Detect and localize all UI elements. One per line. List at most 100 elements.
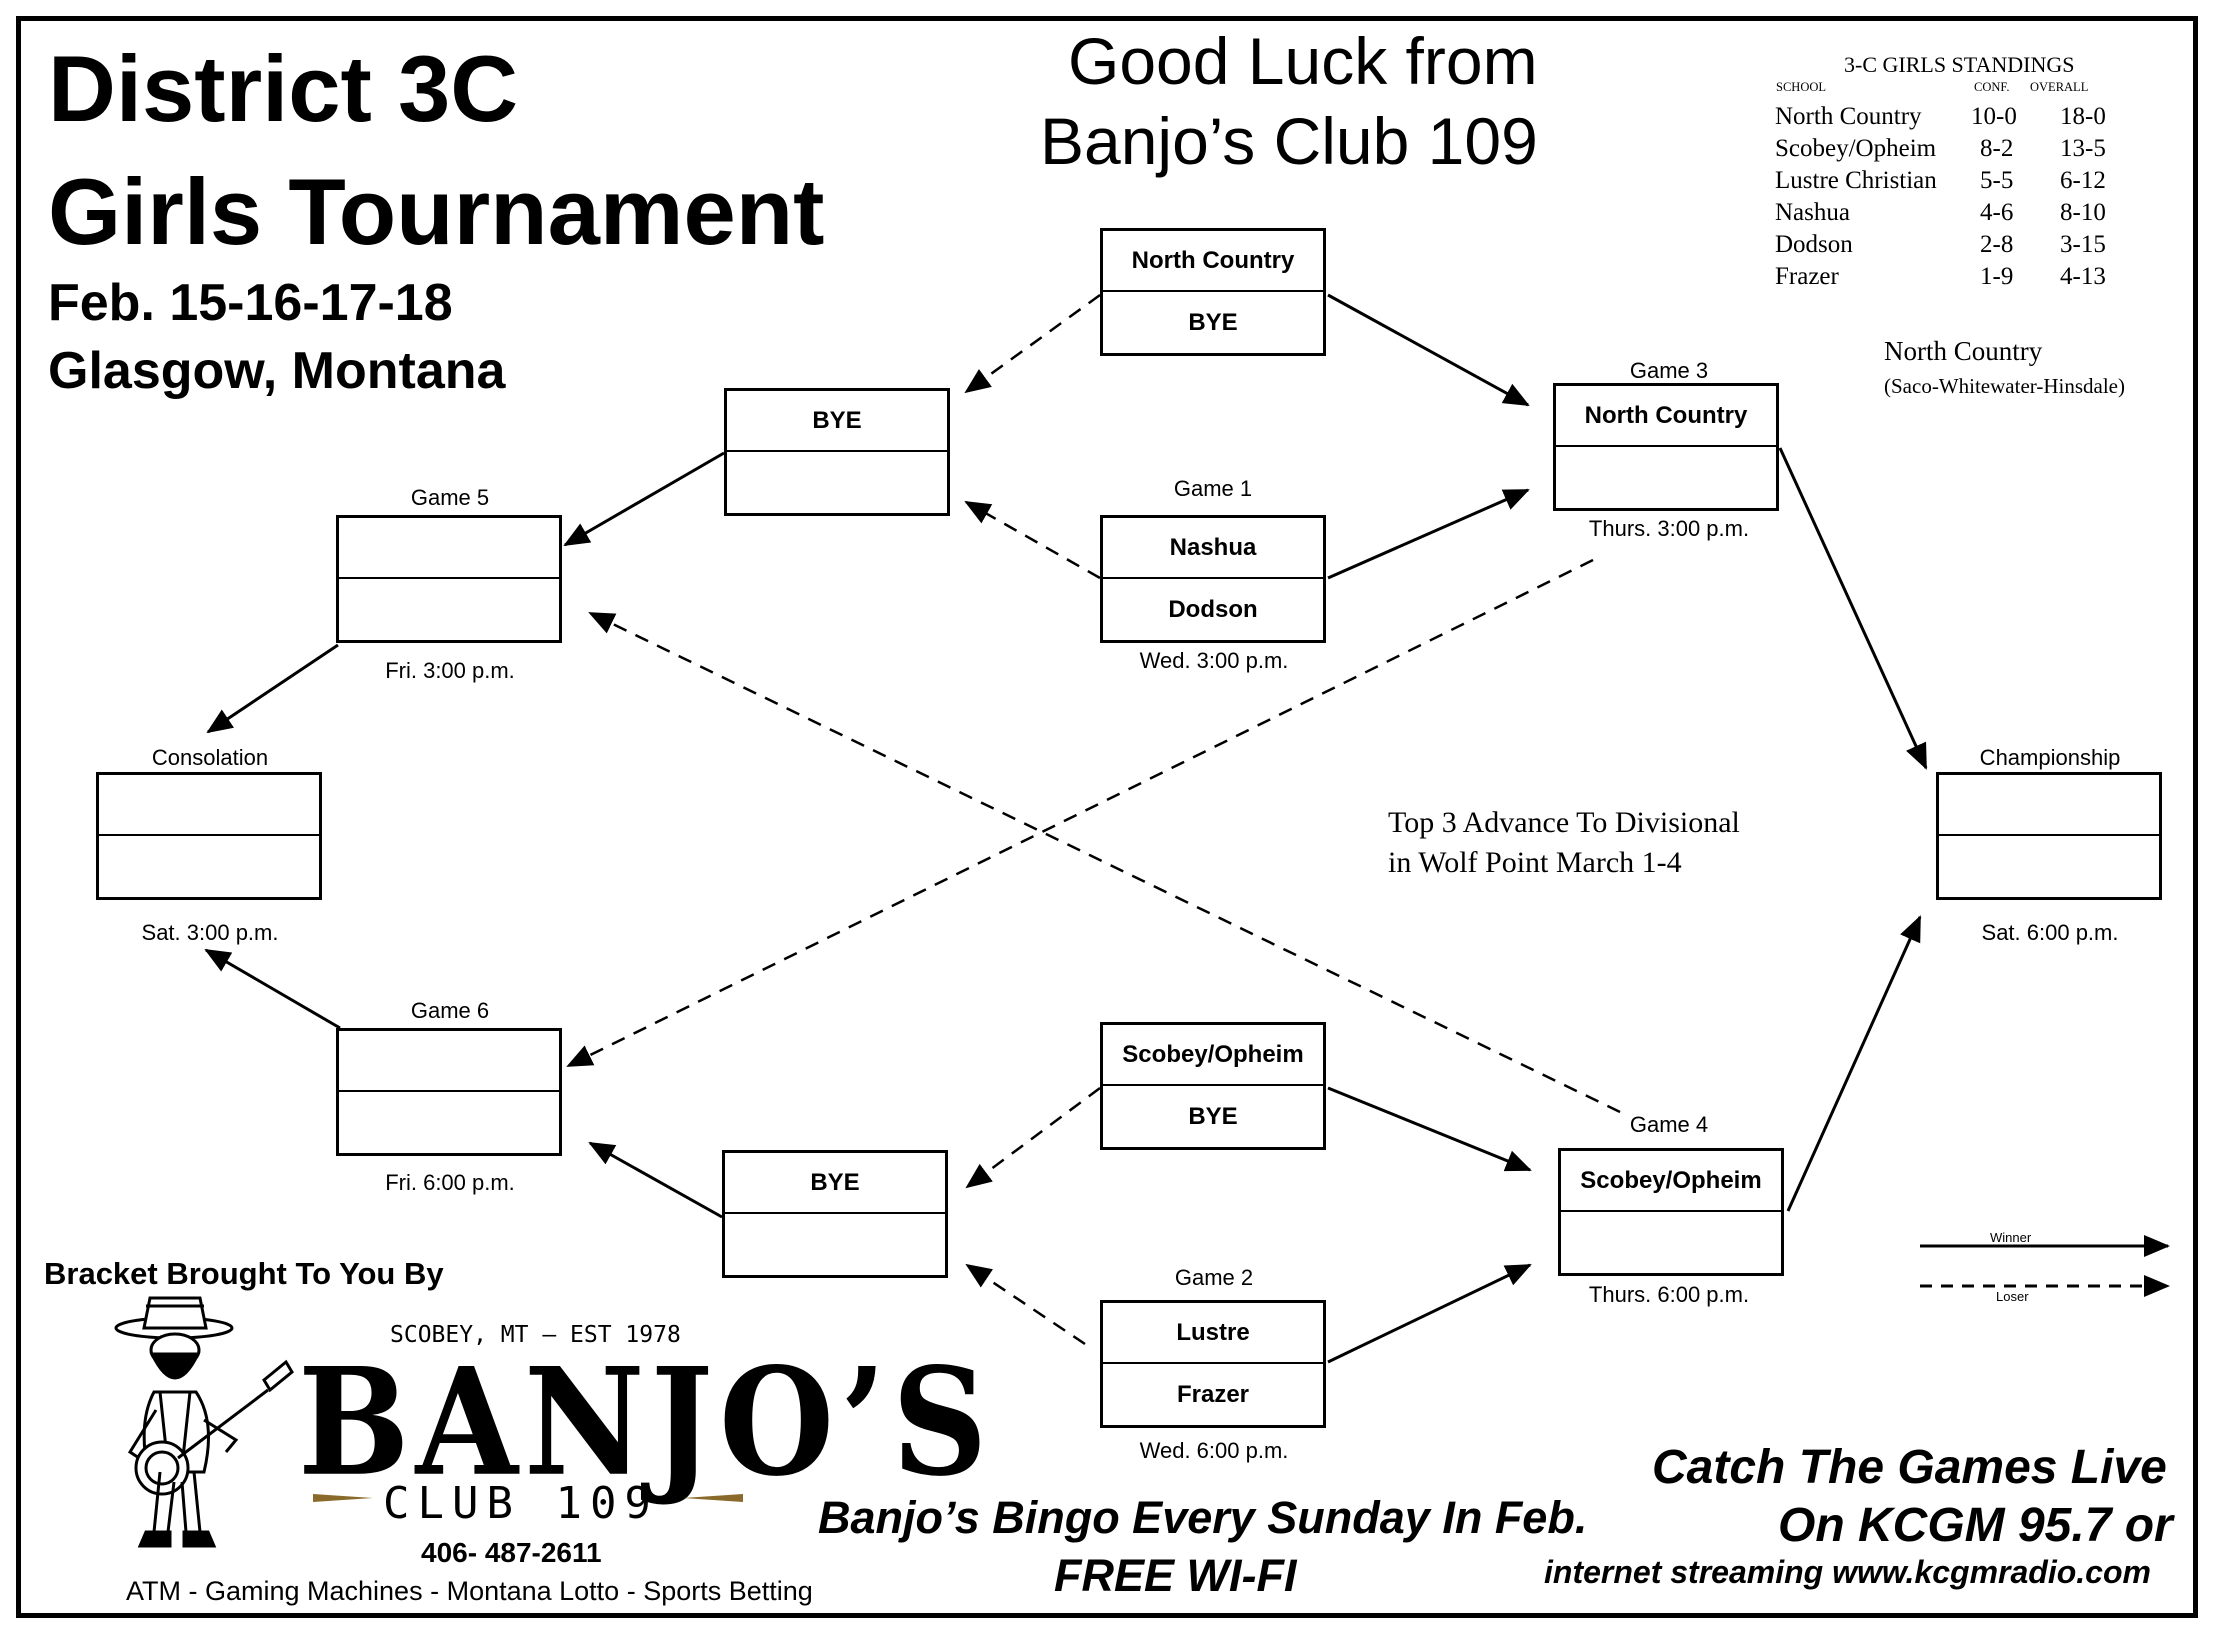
game5-label: Game 5 bbox=[410, 485, 490, 510]
team-slot bbox=[339, 1092, 559, 1153]
team-slot: BYE bbox=[1188, 1102, 1238, 1130]
logo-divider-right bbox=[623, 1494, 743, 1502]
logo-subname: CLUB 109 bbox=[383, 1478, 659, 1529]
tournament-title-line2: Girls Tournament bbox=[48, 159, 825, 264]
tournament-dates: Feb. 15-16-17-18 bbox=[48, 274, 453, 332]
legend-loser-label: Loser bbox=[1996, 1289, 2029, 1304]
game1-time: Wed. 3:00 p.m. bbox=[1139, 648, 1289, 673]
team-slot: Scobey/Opheim bbox=[1103, 1025, 1323, 1086]
radio-line3: internet streaming www.kcgmradio.com bbox=[1544, 1554, 2151, 1590]
tournament-title-line1: District 3C bbox=[48, 36, 519, 141]
matchup-box-consolation bbox=[96, 772, 322, 900]
team-slot bbox=[1939, 836, 2159, 897]
consolation-time: Sat. 3:00 p.m. bbox=[141, 920, 279, 945]
team-slot bbox=[725, 1214, 945, 1275]
connector-so-to-game4 bbox=[1327, 1086, 1532, 1172]
advance-note-line1: Top 3 Advance To Divisional bbox=[1388, 806, 1740, 839]
team-slot: BYE bbox=[725, 1153, 945, 1214]
brought-by-text: Bracket Brought To You By bbox=[44, 1256, 444, 1291]
team-slot bbox=[339, 1031, 559, 1092]
matchup-box-bye-top: BYE bbox=[724, 388, 950, 516]
matchup-box-game6 bbox=[336, 1028, 562, 1156]
connector-game3-to-championship bbox=[1778, 447, 1928, 770]
connector-game1-loser bbox=[964, 500, 1101, 580]
matchup-box-game5 bbox=[336, 515, 562, 643]
standings-col-conf: CONF. bbox=[1974, 80, 2010, 94]
team-slot bbox=[727, 452, 947, 513]
logo-name: BANJO’S bbox=[298, 1336, 994, 1510]
consolation-label: Consolation bbox=[151, 745, 269, 770]
connector-nc-to-game3 bbox=[1327, 293, 1530, 407]
matchup-box-bye-bottom: BYE bbox=[722, 1150, 948, 1278]
logo-divider bbox=[313, 1494, 743, 1502]
team-slot bbox=[99, 836, 319, 897]
matchup-box-game1: Nashua Dodson bbox=[1100, 515, 1326, 643]
championship-time: Sat. 6:00 p.m. bbox=[1981, 920, 2119, 945]
bingo-text: Banjo’s Bingo Every Sunday In Feb. bbox=[818, 1492, 1588, 1543]
matchup-box-game2: Lustre Frazer bbox=[1100, 1300, 1326, 1428]
connector-so-loser bbox=[965, 1086, 1101, 1189]
connector-nc-loser bbox=[964, 293, 1101, 394]
banjo-player-icon bbox=[114, 1296, 294, 1548]
team-slot: Lustre bbox=[1103, 1303, 1323, 1364]
tournament-location: Glasgow, Montana bbox=[48, 342, 506, 400]
team-slot: Dodson bbox=[1168, 595, 1258, 623]
north-country-note-schools: (Saco-Whitewater-Hinsdale) bbox=[1884, 374, 2125, 398]
services-text: ATM - Gaming Machines - Montana Lotto - … bbox=[126, 1576, 813, 1606]
matchup-box-north-country-bye: North Country BYE bbox=[1100, 228, 1326, 356]
advance-note-line2: in Wolf Point March 1-4 bbox=[1388, 846, 1682, 879]
wifi-text: FREE WI-FI bbox=[1054, 1550, 1297, 1601]
standings-col-overall: OVERALL bbox=[2030, 80, 2089, 94]
game4-time: Thurs. 6:00 p.m. bbox=[1588, 1282, 1750, 1307]
team-slot: Frazer bbox=[1176, 1380, 1250, 1408]
team-slot: Scobey/Opheim bbox=[1561, 1151, 1781, 1212]
team-slot: Nashua bbox=[1103, 518, 1323, 579]
championship-label: Championship bbox=[1979, 745, 2121, 770]
connector-game2-to-game4 bbox=[1327, 1263, 1532, 1364]
legend-winner-label: Winner bbox=[1990, 1230, 2032, 1245]
sponsor-header-line1: Good Luck from bbox=[1068, 24, 1538, 98]
connector-game6-to-consolation bbox=[204, 948, 341, 1030]
team-slot: BYE bbox=[1188, 308, 1238, 336]
team-slot bbox=[339, 579, 559, 640]
phone-number: 406- 487-2611 bbox=[421, 1537, 602, 1568]
matchup-box-championship bbox=[1936, 772, 2162, 900]
game3-time: Thurs. 3:00 p.m. bbox=[1588, 516, 1750, 541]
game4-label: Game 4 bbox=[1629, 1112, 1709, 1137]
radio-line2: On KCGM 95.7 or bbox=[1778, 1499, 2173, 1552]
game2-time: Wed. 6:00 p.m. bbox=[1139, 1438, 1289, 1463]
matchup-box-game4: Scobey/Opheim bbox=[1558, 1148, 1784, 1276]
logo-tagline: SCOBEY, MT – EST 1978 bbox=[390, 1322, 681, 1348]
team-slot bbox=[1561, 1212, 1781, 1273]
team-slot bbox=[99, 775, 319, 836]
game3-label: Game 3 bbox=[1629, 358, 1709, 383]
matchup-box-game3: North Country bbox=[1553, 383, 1779, 511]
connector-bye-to-game6 bbox=[588, 1141, 723, 1219]
connector-bye-to-game5 bbox=[563, 451, 725, 547]
connector-game2-loser bbox=[965, 1263, 1086, 1346]
game5-time: Fri. 3:00 p.m. bbox=[385, 658, 515, 683]
north-country-note-name: North Country bbox=[1884, 336, 2043, 366]
poster-frame bbox=[16, 16, 2198, 1618]
game1-label: Game 1 bbox=[1173, 476, 1253, 501]
standings-col-school: SCHOOL bbox=[1776, 80, 1827, 94]
connector-game5-to-consolation bbox=[206, 643, 339, 734]
team-slot bbox=[339, 518, 559, 579]
matchup-box-scobey-bye: Scobey/Opheim BYE bbox=[1100, 1022, 1326, 1150]
connector-game4-to-championship bbox=[1786, 915, 1922, 1212]
connector-game1-to-game3 bbox=[1327, 488, 1530, 580]
team-slot: North Country bbox=[1556, 386, 1776, 447]
sponsor-header-line2: Banjo’s Club 109 bbox=[1040, 104, 1538, 178]
game6-label: Game 6 bbox=[410, 998, 490, 1023]
radio-line1: Catch The Games Live bbox=[1652, 1441, 2167, 1494]
standings-title: 3-C GIRLS STANDINGS bbox=[1844, 52, 2075, 77]
team-slot bbox=[1939, 775, 2159, 836]
